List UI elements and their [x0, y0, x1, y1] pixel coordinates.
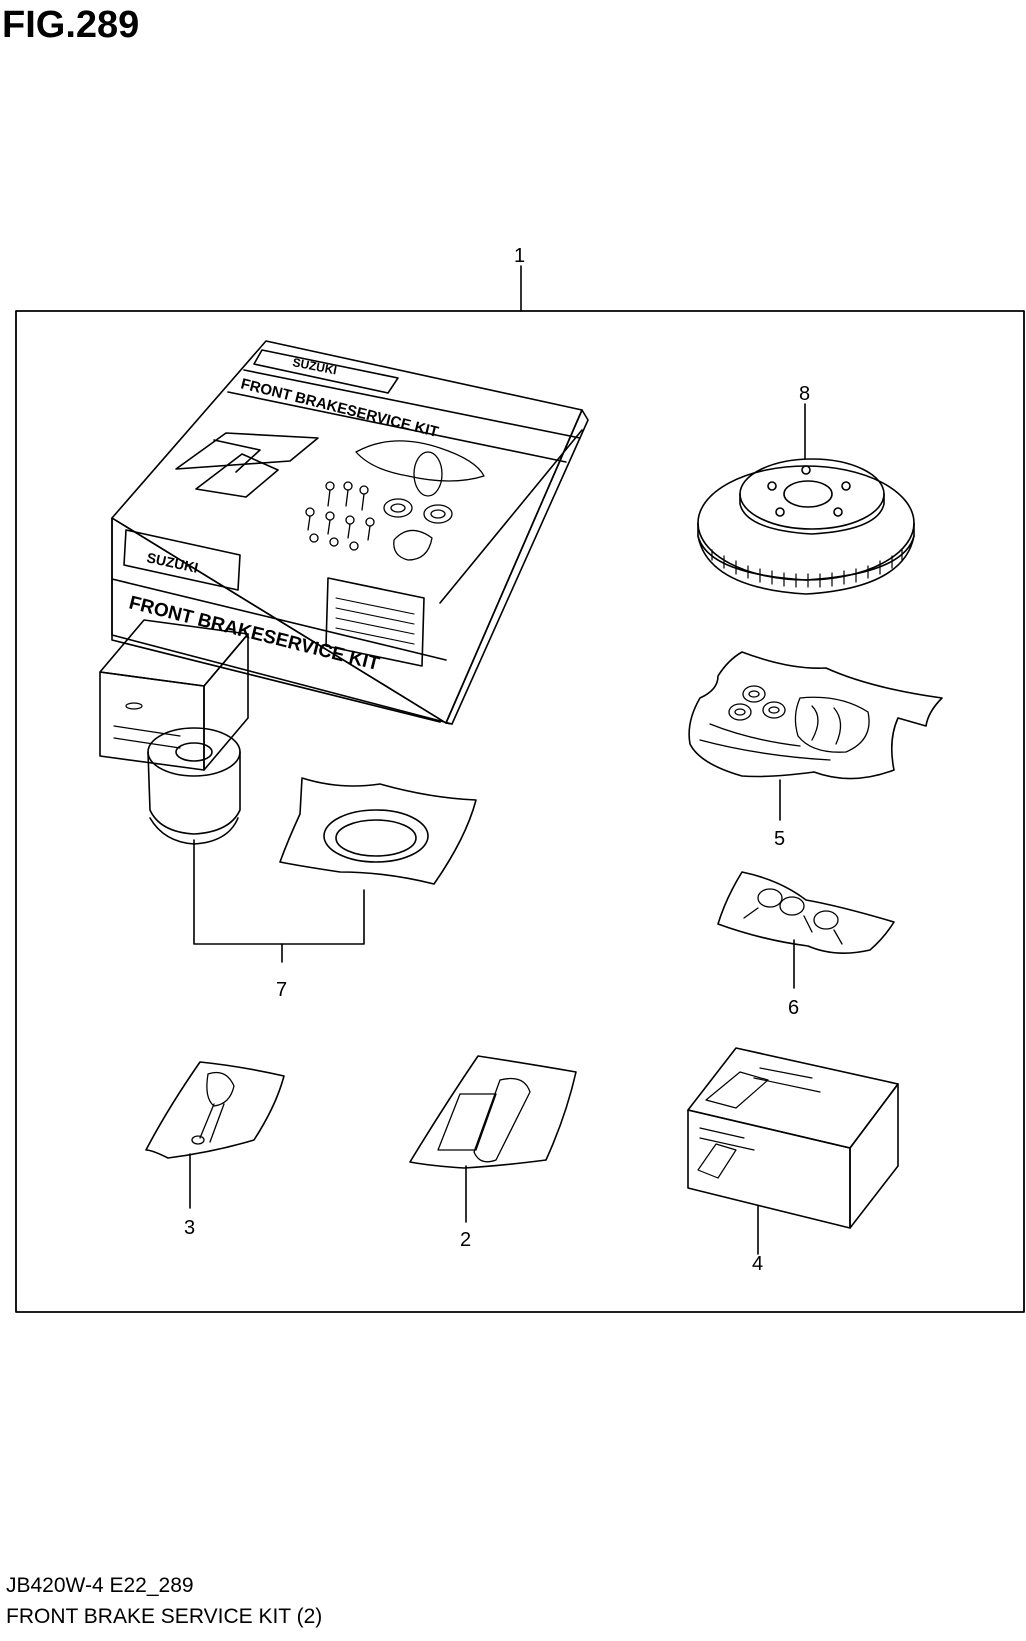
- callout-3: 3: [184, 1217, 195, 1239]
- callout-8: 8: [799, 383, 810, 405]
- seal-kit: [99, 619, 477, 963]
- brake-pad-bag: [688, 651, 943, 821]
- callout-6: 6: [788, 997, 799, 1019]
- brake-disc: [697, 403, 915, 595]
- callout-4: 4: [752, 1253, 763, 1275]
- guide-pin-bag: [145, 1061, 285, 1209]
- assembly-frame: [15, 265, 1025, 1313]
- service-kit-box: SUZUKI FRONT BRAKESERVICE KIT SUZUKI: [111, 340, 589, 725]
- footer-code: JB420W-4 E22_289: [6, 1574, 194, 1597]
- callout-7: 7: [276, 979, 287, 1001]
- footer-title: FRONT BRAKE SERVICE KIT (2): [6, 1605, 323, 1628]
- small-part-box: [687, 1047, 899, 1255]
- callout-2: 2: [460, 1229, 471, 1251]
- callout-5: 5: [774, 828, 785, 850]
- bolts-bag: [717, 871, 895, 989]
- figure-title: FIG.289: [2, 4, 140, 46]
- box-top-text: FRONT BRAKESERVICE KIT: [239, 375, 440, 441]
- callout-1: 1: [514, 245, 525, 267]
- grease-bag: [409, 1055, 577, 1223]
